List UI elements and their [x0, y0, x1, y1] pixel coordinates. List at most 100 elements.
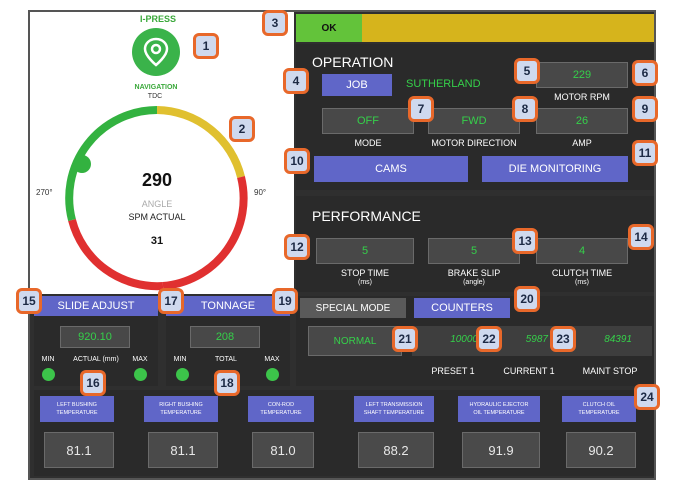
callout-8: 8 — [512, 96, 538, 122]
temperature-label-line2: SHAFT TEMPERATURE — [363, 410, 425, 416]
callout-19: 19 — [272, 288, 298, 314]
angle-label: ANGLE — [141, 199, 173, 209]
status-bar — [362, 14, 654, 42]
tonnage-max-label: MAX — [264, 356, 280, 363]
angle-gauge — [65, 106, 248, 291]
temperature-value: 81.1 — [44, 432, 114, 468]
deg-90-label: 90° — [254, 188, 267, 197]
gauge-arc-yellow — [156, 106, 245, 179]
temperature-label-line2: TEMPERATURE — [160, 410, 202, 416]
slide-adjust-title[interactable]: SLIDE ADJUST — [34, 296, 158, 316]
motor-rpm-value: 229 — [536, 62, 628, 88]
tonnage-title[interactable]: TONNAGE — [166, 296, 290, 316]
spm-label: SPM ACTUAL — [128, 212, 186, 222]
brake-slip-label: BRAKE SLIP — [447, 268, 501, 278]
deg-270-label: 270° — [36, 188, 53, 197]
callout-24: 24 — [634, 384, 660, 410]
brand-title: I-PRESS — [139, 14, 176, 24]
slide-actual-label: ACTUAL (mm) — [73, 356, 119, 363]
stop-time-unit: (ms) — [358, 279, 372, 286]
temperature-button[interactable]: HYDRAULIC EJECTOR OIL TEMPERATURE — [458, 396, 540, 422]
callout-16: 16 — [80, 370, 106, 396]
tonnage-min-indicator — [176, 368, 189, 381]
clutch-time-label: CLUTCH TIME — [551, 268, 613, 278]
callout-12: 12 — [284, 234, 310, 260]
amp-value: 26 — [536, 108, 628, 134]
temperature-button[interactable]: RIGHT BUSHING TEMPERATURE — [144, 396, 218, 422]
counter-values-bar — [412, 326, 652, 356]
preset-label: PRESET 1 — [431, 366, 475, 376]
mode-label: MODE — [354, 138, 382, 148]
callout-3: 3 — [262, 10, 288, 36]
callout-4: 4 — [283, 68, 309, 94]
cams-button[interactable]: CAMS — [314, 156, 468, 182]
stop-time-value: 5 — [316, 238, 414, 264]
temperature-label-line1: RIGHT BUSHING — [159, 402, 203, 408]
slide-max-indicator — [134, 368, 147, 381]
mode-value: OFF — [322, 108, 414, 134]
callout-14: 14 — [628, 224, 654, 250]
temperature-label-line1: LEFT TRANSMISSION — [365, 402, 423, 408]
brake-slip-value: 5 — [428, 238, 520, 264]
operation-title: OPERATION — [312, 54, 394, 70]
callout-1: 1 — [193, 33, 219, 59]
callout-17: 17 — [158, 288, 184, 314]
tdc-label: TDC — [147, 93, 163, 100]
tonnage-total-label: TOTAL — [215, 356, 237, 363]
maint-stop-label: MAINT STOP — [582, 366, 638, 376]
callout-20: 20 — [514, 286, 540, 312]
special-mode-button[interactable]: SPECIAL MODE — [300, 298, 406, 318]
spm-value: 31 — [150, 235, 164, 247]
temperature-label-line1: HYDRAULIC EJECTOR — [469, 402, 529, 408]
special-mode-value: NORMAL — [308, 326, 402, 356]
temperature-section — [34, 390, 654, 476]
slide-min-indicator — [42, 368, 55, 381]
motor-direction-value: FWD — [428, 108, 520, 134]
slide-adjust-value: 920.10 — [60, 326, 130, 348]
motor-rpm-label: MOTOR RPM — [554, 92, 610, 102]
tonnage-min-label: MIN — [173, 356, 187, 363]
temperature-label-line2: TEMPERATURE — [260, 410, 302, 416]
callout-7: 7 — [408, 96, 434, 122]
temperature-label-line2: OIL TEMPERATURE — [473, 410, 525, 416]
temperature-value: 81.0 — [252, 432, 314, 468]
counters-button[interactable]: COUNTERS — [414, 298, 510, 318]
temperature-value: 90.2 — [566, 432, 636, 468]
amp-label: AMP — [572, 138, 592, 148]
callout-23: 23 — [550, 326, 576, 352]
temperature-button[interactable]: CON-ROD TEMPERATURE — [248, 396, 314, 422]
temperature-button[interactable]: CLUTCH OIL TEMPERATURE — [562, 396, 636, 422]
callout-6: 6 — [632, 60, 658, 86]
stop-time-label: STOP TIME — [340, 268, 389, 278]
die-monitoring-button[interactable]: DIE MONITORING — [482, 156, 628, 182]
temperature-value: 91.9 — [462, 432, 540, 468]
gauge-needle-dot — [73, 155, 91, 173]
callout-15: 15 — [16, 288, 42, 314]
clutch-time-value: 4 — [536, 238, 628, 264]
gauge-center — [104, 154, 210, 258]
gauge-arc-green — [65, 106, 158, 221]
tonnage-max-indicator — [266, 368, 279, 381]
temperature-value: 81.1 — [148, 432, 218, 468]
clutch-time-unit: (ms) — [575, 279, 589, 286]
performance-title: PERFORMANCE — [312, 208, 421, 224]
temperature-button[interactable]: LEFT TRANSMISSION SHAFT TEMPERATURE — [354, 396, 434, 422]
callout-9: 9 — [632, 96, 658, 122]
temperature-label-line2: TEMPERATURE — [56, 410, 98, 416]
current-value: 5987 — [525, 334, 548, 345]
job-button[interactable]: JOB — [322, 74, 392, 96]
callout-21: 21 — [392, 326, 418, 352]
callout-5: 5 — [514, 58, 540, 84]
temperature-value: 88.2 — [358, 432, 434, 468]
temperature-label-line2: TEMPERATURE — [578, 410, 620, 416]
callout-10: 10 — [284, 148, 310, 174]
current-label: CURRENT 1 — [503, 366, 555, 376]
temperature-label-line1: CON-ROD — [267, 402, 295, 408]
location-pin-icon — [143, 37, 169, 67]
maint-stop-value: 84391 — [604, 334, 632, 345]
navigation-button[interactable] — [132, 28, 180, 76]
navigation-label: NAVIGATION — [134, 84, 178, 91]
temperature-label-line1: CLUTCH OIL — [582, 402, 616, 408]
callout-22: 22 — [476, 326, 502, 352]
